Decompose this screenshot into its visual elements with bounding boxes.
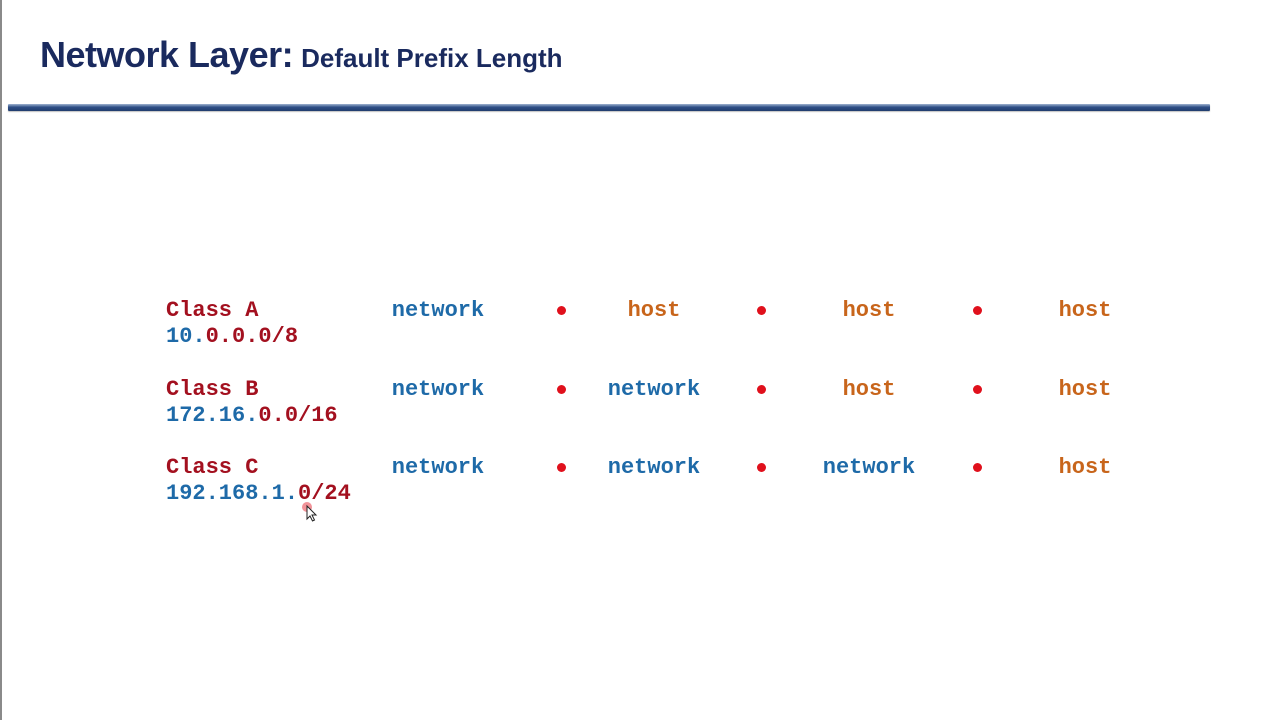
octet-1: network xyxy=(391,377,485,402)
octet-3: network xyxy=(822,455,916,480)
address-host-part: 0.0.0/8 xyxy=(205,324,299,349)
prefix-address: 192.168.1.0/24 xyxy=(166,481,351,506)
class-row: Class C 192.168.1.0/24 network network n… xyxy=(0,455,1280,515)
address-network-part: 172.16. xyxy=(166,403,259,428)
slide-title-sub: Default Prefix Length xyxy=(301,43,563,73)
slide-title-main: Network Layer: xyxy=(40,34,294,75)
address-host-part: 0.0/16 xyxy=(258,403,338,428)
octet-1: network xyxy=(391,455,485,480)
separator-dot xyxy=(757,306,766,315)
octet-4: host xyxy=(1058,455,1112,480)
mouse-cursor-icon xyxy=(302,502,318,522)
class-label: Class A xyxy=(166,298,259,323)
separator-dot xyxy=(973,385,982,394)
octet-2: host xyxy=(627,298,681,323)
octet-3: host xyxy=(842,377,896,402)
octet-1: network xyxy=(391,298,485,323)
octet-4: host xyxy=(1058,377,1112,402)
address-host-part: 0/24 xyxy=(298,481,351,506)
title-divider xyxy=(8,104,1210,111)
separator-dot xyxy=(973,306,982,315)
separator-dot xyxy=(757,463,766,472)
slide-left-edge xyxy=(0,0,2,720)
separator-dot xyxy=(557,463,566,472)
prefix-address: 10.0.0.0/8 xyxy=(166,324,298,349)
separator-dot xyxy=(557,385,566,394)
separator-dot xyxy=(557,306,566,315)
octet-4: host xyxy=(1058,298,1112,323)
address-network-part: 10. xyxy=(166,324,206,349)
prefix-address: 172.16.0.0/16 xyxy=(166,403,338,428)
separator-dot xyxy=(757,385,766,394)
octet-2: network xyxy=(607,377,701,402)
class-row: Class B 172.16.0.0/16 network network ho… xyxy=(0,377,1280,437)
octet-3: host xyxy=(842,298,896,323)
class-row: Class A 10.0.0.0/8 network host host hos… xyxy=(0,298,1280,358)
slide-title: Network Layer:Default Prefix Length xyxy=(40,34,563,76)
address-network-part: 192.168.1. xyxy=(166,481,299,506)
class-label: Class B xyxy=(166,377,259,402)
class-label: Class C xyxy=(166,455,259,480)
octet-2: network xyxy=(607,455,701,480)
separator-dot xyxy=(973,463,982,472)
